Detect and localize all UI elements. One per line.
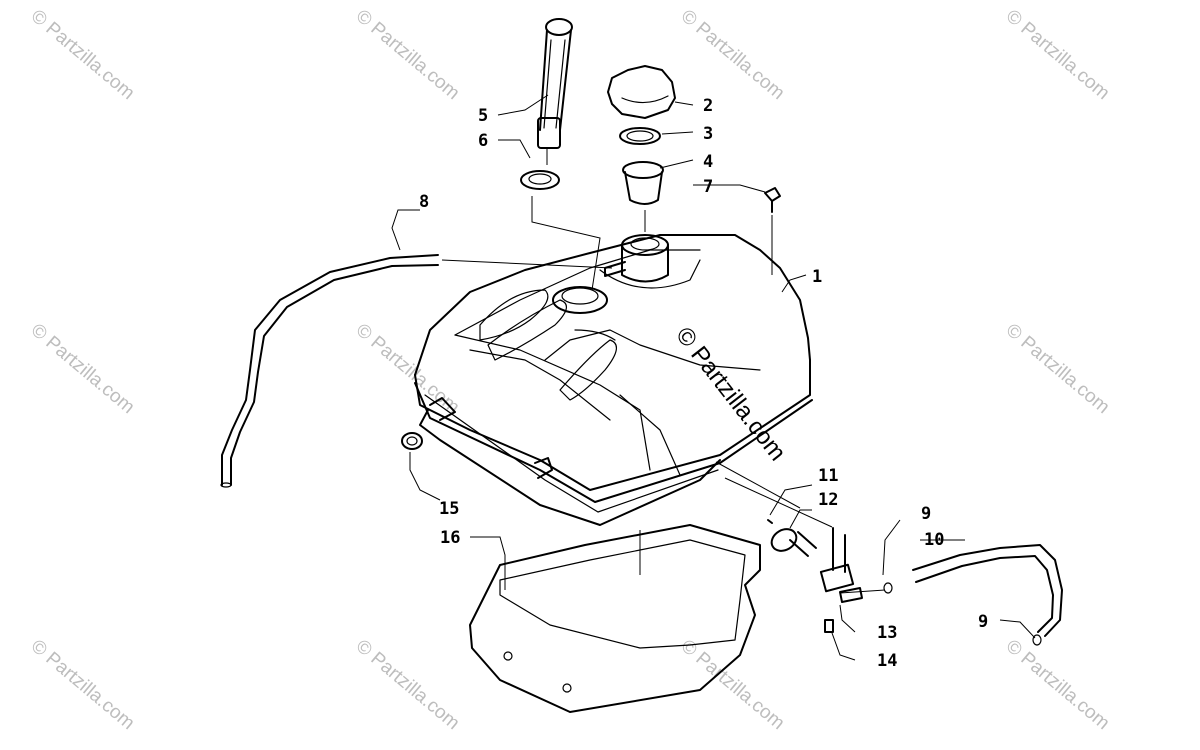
callout-7: 7 [703, 177, 713, 197]
skid-plate-part [469, 524, 761, 713]
callout-5: 5 [478, 106, 488, 126]
filler-adapter-part [622, 161, 664, 205]
callout-1: 1 [812, 267, 822, 287]
watermark: © Partzilla.com [677, 636, 789, 734]
watermark: © Partzilla.com [677, 6, 789, 104]
callout-10: 10 [924, 530, 944, 550]
fuel-tank-part [414, 234, 813, 526]
bushing-part [401, 432, 423, 450]
watermark: © Partzilla.com [1002, 6, 1114, 104]
callout-4: 4 [703, 152, 713, 172]
fuel-sender-part [537, 18, 573, 165]
callout-3: 3 [703, 124, 713, 144]
center-watermark: © Partzilla.com [670, 322, 791, 466]
watermark: © Partzilla.com [1002, 320, 1114, 418]
watermark-grid: © Partzilla.com © Partzilla.com © Partzi… [27, 6, 1114, 734]
screw-part [764, 187, 781, 213]
callout-labels: 1 2 3 4 5 6 7 8 9 10 11 12 13 14 15 16 9 [419, 96, 988, 671]
vent-hose-part [220, 254, 439, 488]
watermark: © Partzilla.com [352, 6, 464, 104]
watermark: © Partzilla.com [352, 636, 464, 734]
callout-6: 6 [478, 131, 488, 151]
callout-14: 14 [877, 651, 897, 671]
watermark: © Partzilla.com [27, 6, 139, 104]
fuel-cap-part [607, 65, 676, 119]
fuel-valve-assembly-part [767, 519, 863, 633]
leader-lines [391, 94, 1036, 661]
callout-9-lower: 9 [978, 612, 988, 632]
watermark: © Partzilla.com [27, 636, 139, 734]
callout-12: 12 [818, 490, 838, 510]
callout-11: 11 [818, 466, 838, 486]
cap-gasket-part [619, 127, 661, 145]
watermark: © Partzilla.com [1002, 636, 1114, 734]
callout-13: 13 [877, 623, 897, 643]
callout-15: 15 [439, 499, 459, 519]
callout-8: 8 [419, 192, 429, 212]
callout-2: 2 [703, 96, 713, 116]
watermark: © Partzilla.com [27, 320, 139, 418]
callout-9: 9 [921, 504, 931, 524]
sender-grommet-part [520, 170, 560, 190]
callout-16: 16 [440, 528, 460, 548]
fuel-hose-part [883, 544, 1063, 646]
